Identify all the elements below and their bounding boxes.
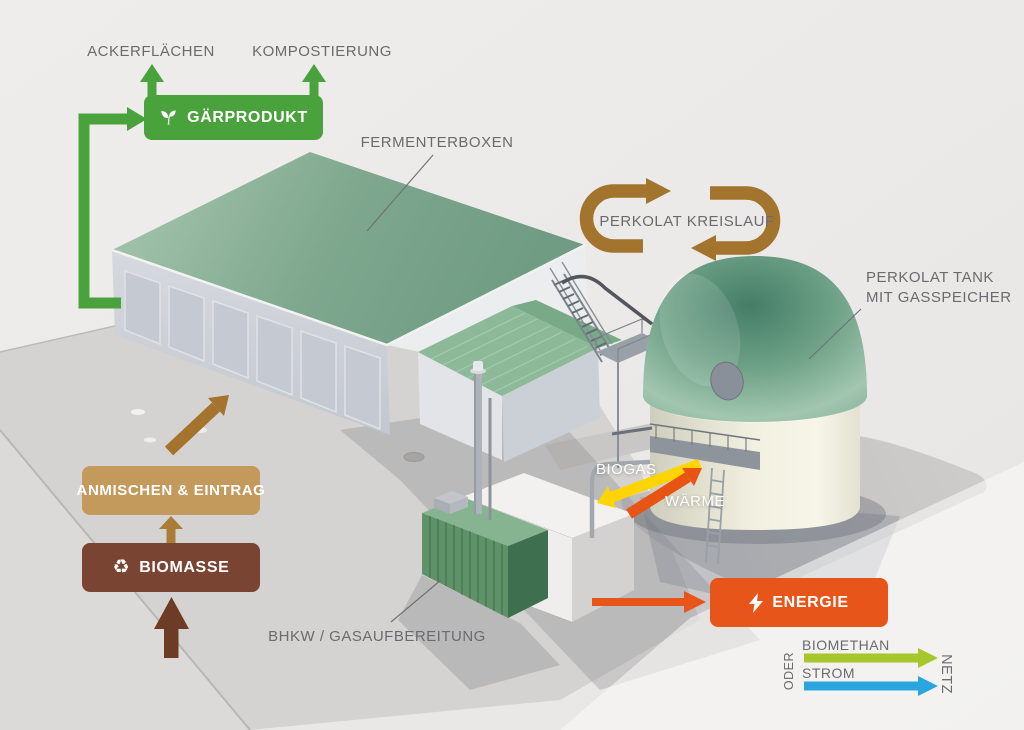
- anmischen-node: ANMISCHEN & EINTRAG: [77, 466, 265, 515]
- strom-label: STROM: [802, 665, 856, 681]
- energie-node-label: ENERGIE: [772, 593, 849, 611]
- perkolat-cycle-arrows: [579, 178, 781, 261]
- eintrag-arrow: [164, 395, 229, 456]
- oder-label: ODER: [782, 651, 796, 691]
- lightning-icon: [749, 592, 764, 613]
- waerme-label: WÄRME: [665, 493, 725, 510]
- container-corrugation: [429, 516, 503, 615]
- gaerprodukt-node: GÄRPRODUKT: [144, 95, 323, 140]
- fermenter-doors: [124, 269, 381, 431]
- energie-node: ENERGIE: [710, 578, 888, 627]
- biomethan-arrow: [804, 648, 938, 668]
- biomasse-input-arrow: [154, 597, 189, 658]
- seedling-icon: [159, 108, 178, 127]
- gaerprodukt-node-label: GÄRPRODUKT: [187, 108, 308, 126]
- biomethan-label: BIOMETHAN: [802, 637, 890, 653]
- waerme-arrow: [626, 468, 702, 519]
- perkolat-tank-label: PERKOLAT TANK MIT GASSPEICHER: [866, 269, 1012, 306]
- dome-hatch: [710, 361, 744, 401]
- netz-label: NETZ: [938, 654, 954, 694]
- leader-lines: [366, 154, 862, 623]
- green-roof: [112, 152, 585, 345]
- output-arrows: [140, 64, 326, 99]
- fermenterboxen-label: FERMENTERBOXEN: [360, 134, 514, 151]
- anmischen-arrow: [159, 516, 183, 543]
- biogas-pipe: [589, 459, 651, 538]
- perkolat-tank: [611, 256, 886, 565]
- annex-building: [418, 300, 622, 462]
- gas-pipe-bridge: [561, 274, 654, 326]
- strom-arrow: [804, 676, 938, 696]
- chimney-stack: [474, 372, 482, 514]
- gaerprodukt-flow-arrow: [78, 107, 147, 309]
- biomasse-node-label: BIOMASSE: [139, 558, 230, 576]
- kompostierung-label: KOMPOSTIERUNG: [252, 43, 392, 60]
- ackerflaechen-label: ACKERFLÄCHEN: [87, 43, 215, 60]
- energie-arrow: [592, 591, 706, 613]
- tank-ladder: [705, 467, 725, 565]
- biogas-label: BIOGAS: [596, 461, 657, 478]
- anmischen-node-label: ANMISCHEN & EINTRAG: [76, 482, 266, 499]
- biomasse-node: ♻ BIOMASSE: [82, 543, 260, 592]
- gas-dome: [643, 256, 867, 422]
- perkolat-kreislauf-label: PERKOLAT KREISLAUF: [599, 213, 775, 230]
- recycle-icon: ♻: [112, 556, 131, 578]
- manhole: [403, 452, 425, 462]
- bhkw-label: BHKW / GASAUFBEREITUNG: [268, 628, 486, 645]
- bhkw-container: [422, 361, 651, 622]
